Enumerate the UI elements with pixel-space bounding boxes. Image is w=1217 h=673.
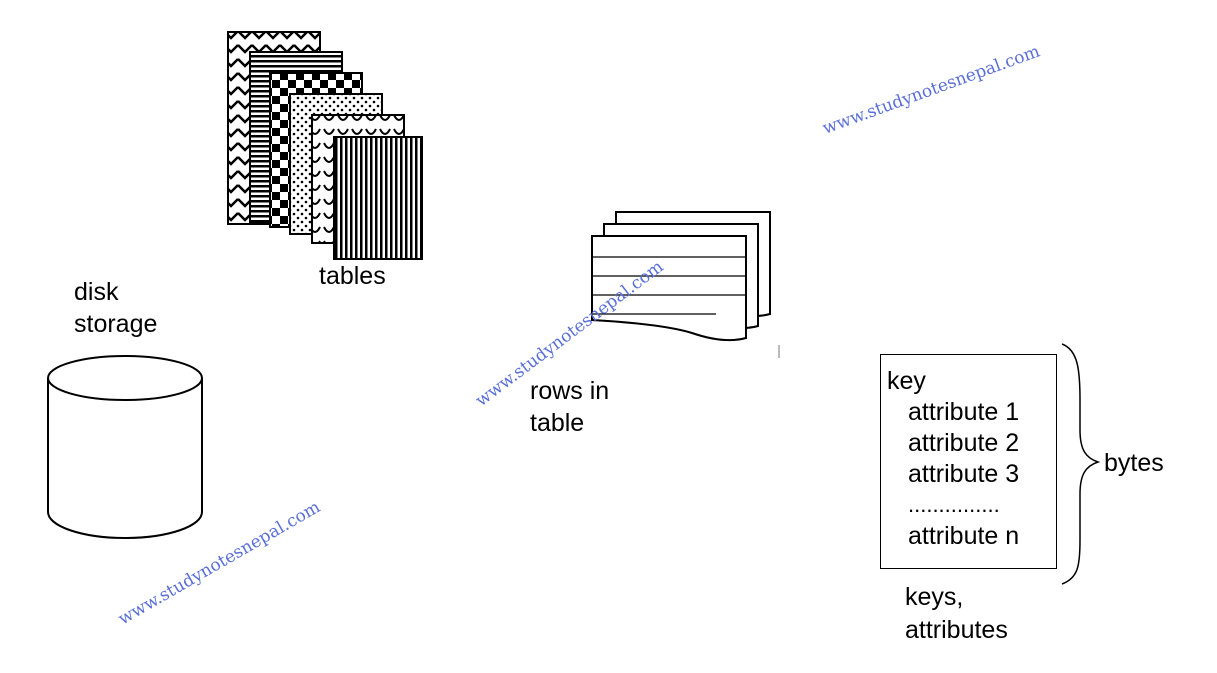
disk-cylinder xyxy=(47,355,203,539)
keys-label-line1: keys, xyxy=(905,583,964,611)
tables-label: tables xyxy=(319,262,386,290)
attribute-item: attribute 2 xyxy=(908,429,1020,457)
bytes-label: bytes xyxy=(1104,449,1164,477)
record-key: key xyxy=(887,367,926,395)
record-box xyxy=(880,354,1057,569)
disk-label-line1: disk xyxy=(74,278,119,306)
tables-stack xyxy=(227,31,423,260)
attribute-dots: ............... xyxy=(908,492,1000,517)
attribute-last: attribute n xyxy=(908,522,1020,550)
rows-label-line1: rows in xyxy=(530,377,610,405)
disk-label-line2: storage xyxy=(74,310,158,338)
brace xyxy=(1061,343,1101,585)
watermark: www.studynotesnepal.com xyxy=(820,41,1043,139)
attribute-item: attribute 1 xyxy=(908,398,1020,426)
rows-label-line2: table xyxy=(530,409,585,437)
attribute-item: attribute 3 xyxy=(908,460,1020,488)
keys-label-line2: attributes xyxy=(905,616,1008,644)
rows-pages xyxy=(591,211,780,358)
